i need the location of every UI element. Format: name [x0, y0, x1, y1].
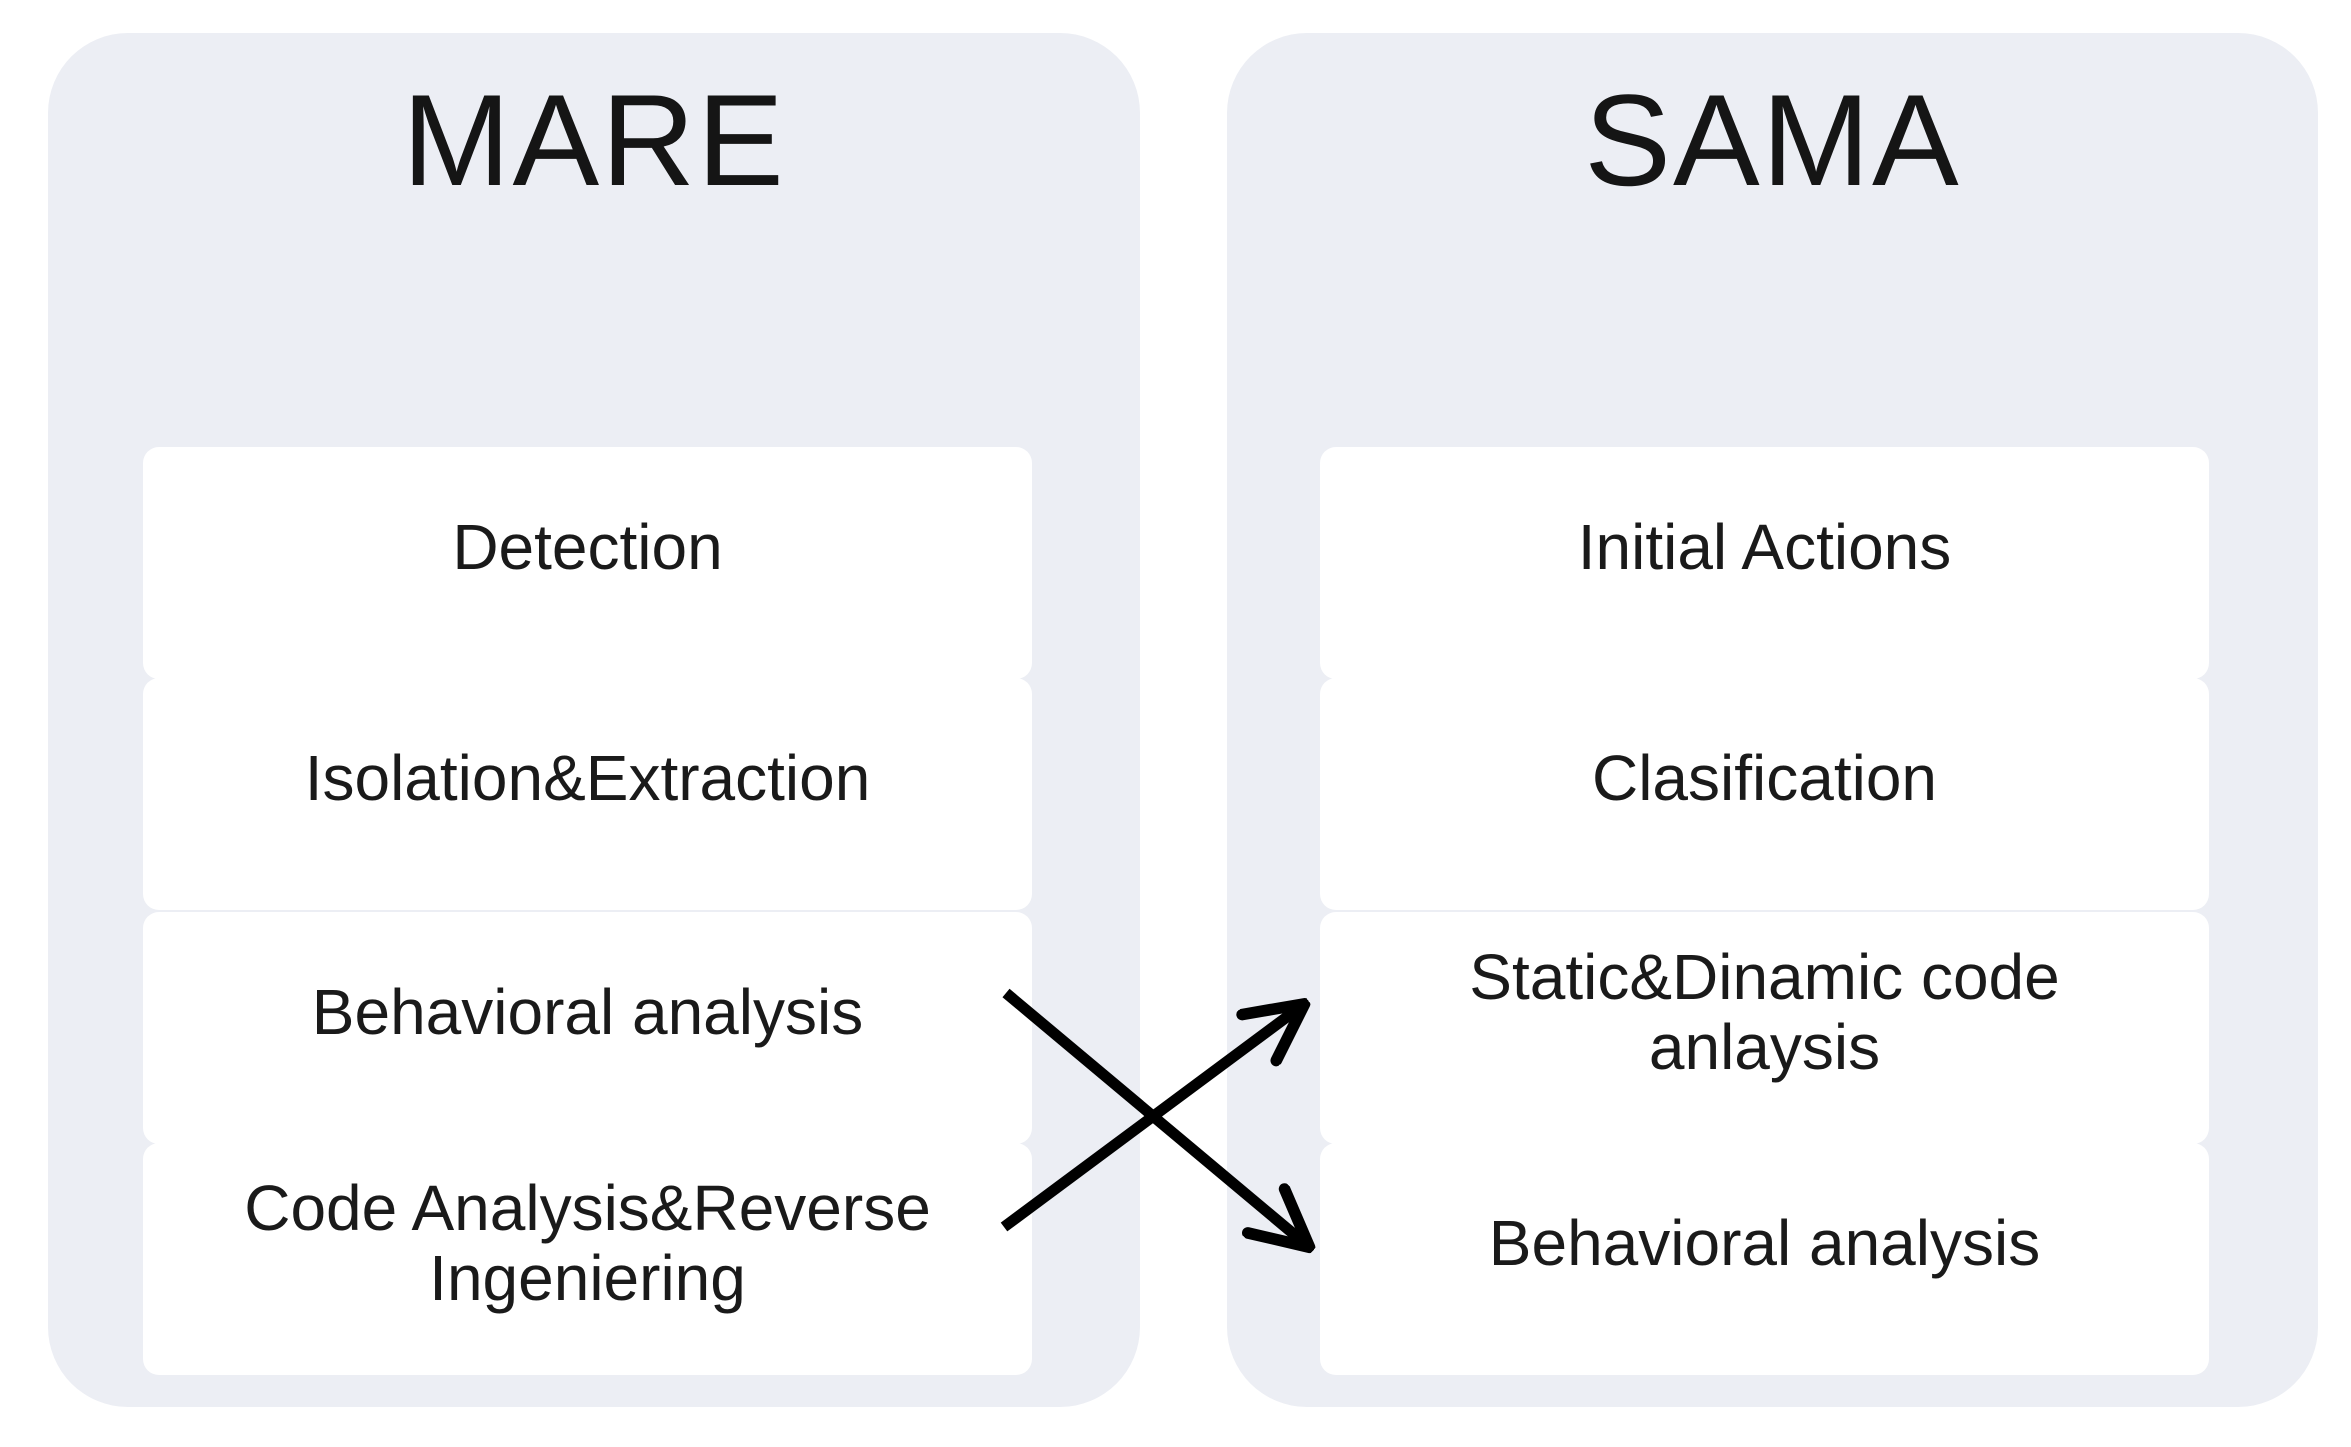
- process-box-label: Clasification: [1591, 741, 1938, 814]
- panel-sama: SAMA Initial Actions Clasification Stati…: [1227, 33, 2318, 1407]
- process-box-label: Code Analysis&Reverse Ingeniering: [244, 1171, 931, 1314]
- process-box-behavioral-analysis-mare: Behavioral analysis: [143, 912, 1032, 1144]
- process-box-static-dinamic-code: Static&Dinamic code anlaysis: [1320, 912, 2209, 1144]
- panel-mare-title: MARE: [402, 67, 786, 213]
- process-box-initial-actions: Initial Actions: [1320, 447, 2209, 679]
- process-box-label: Static&Dinamic code anlaysis: [1469, 940, 2060, 1083]
- process-box-label: Behavioral analysis: [311, 975, 864, 1048]
- process-box-label: Isolation&Extraction: [304, 741, 871, 814]
- process-box-code-analysis-reverse: Code Analysis&Reverse Ingeniering: [143, 1143, 1032, 1375]
- process-box-label: Detection: [452, 510, 723, 583]
- process-box-detection: Detection: [143, 447, 1032, 679]
- process-box-isolation-extraction: Isolation&Extraction: [143, 678, 1032, 910]
- panel-mare: MARE Detection Isolation&Extraction Beha…: [48, 33, 1140, 1407]
- process-box-label: Initial Actions: [1577, 510, 1952, 583]
- process-box-behavioral-analysis-sama: Behavioral analysis: [1320, 1143, 2209, 1375]
- process-box-clasification: Clasification: [1320, 678, 2209, 910]
- process-box-label: Behavioral analysis: [1488, 1206, 2041, 1279]
- panel-sama-title: SAMA: [1584, 67, 1961, 213]
